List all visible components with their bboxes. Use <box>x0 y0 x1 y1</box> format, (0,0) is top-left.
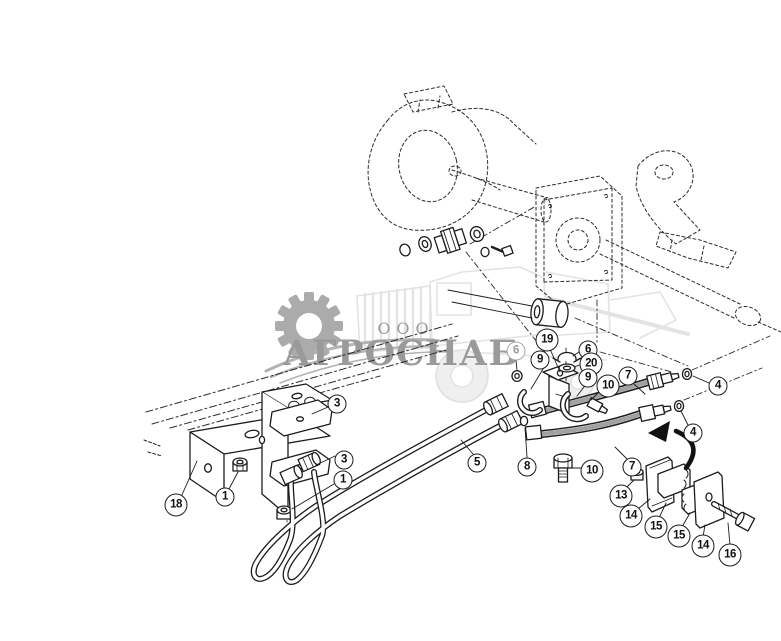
pipe-nut-upper <box>483 393 509 416</box>
bolt-16 <box>711 501 756 532</box>
cone-seal-8 <box>519 415 529 427</box>
line-clamp-set <box>630 456 756 532</box>
hose-end-fitting-upper <box>646 372 680 391</box>
hose-clamp-cluster <box>511 351 609 483</box>
union-fitting-assembly <box>399 225 514 258</box>
nut-13 <box>630 467 644 481</box>
pipe-fitting-upper <box>297 451 321 473</box>
bolt-10-lower <box>553 453 573 483</box>
callout-leader-lines <box>180 348 731 546</box>
watermark-company-prefix: ООО <box>377 319 434 338</box>
nut-1-lower <box>276 505 292 520</box>
gear-icon <box>275 292 343 360</box>
pipe-fitting-lower <box>279 464 303 486</box>
rotation-arrow <box>648 421 696 471</box>
bolt-10-upper <box>586 397 609 415</box>
steel-pipes-5 <box>250 393 529 585</box>
pipe-bracket-assembly <box>232 383 333 520</box>
watermark: ООО АГРОСНАБ <box>264 266 690 403</box>
nut-1-left <box>232 457 248 472</box>
bushing <box>530 298 569 328</box>
hose-end-fitting-lower <box>638 404 672 422</box>
watermark-company-name: АГРОСНАБ <box>283 333 520 374</box>
pipe-nut-lower <box>498 410 524 433</box>
bushing-leader-lines <box>447 289 533 319</box>
axle-assembly-phantom <box>367 85 781 333</box>
